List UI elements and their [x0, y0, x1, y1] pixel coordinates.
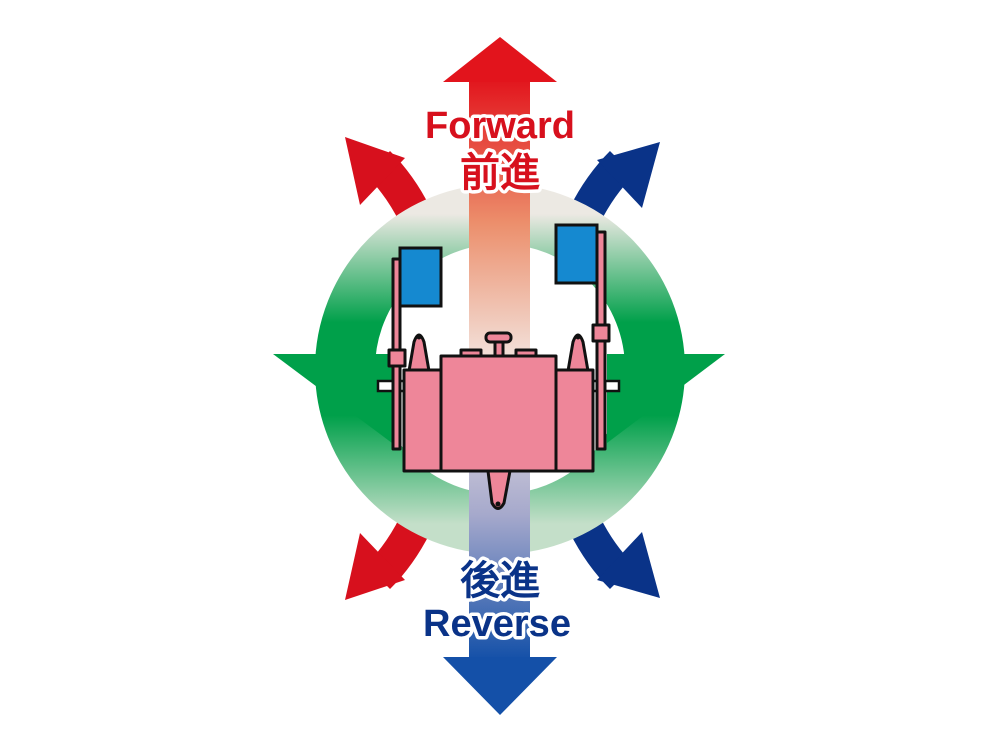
left-pole-clamp: [387, 348, 407, 368]
robot: [376, 223, 621, 510]
tail: [486, 469, 512, 510]
right-side-box: [554, 368, 595, 473]
right-flag: [554, 223, 599, 285]
turn-arrow-forward-left: [345, 137, 431, 223]
main-body: [439, 354, 558, 473]
forward-label: Forward: [425, 105, 575, 147]
forward-arrowhead: [443, 37, 557, 82]
turn-arrow-forward-right: [569, 142, 660, 223]
rotation-arrowhead-right: [607, 354, 725, 443]
rotation-arrowhead-left: [273, 354, 392, 443]
forward-label-jp: 前進: [460, 151, 540, 195]
turn-arrow-reverse-left: [345, 517, 431, 600]
left-flag: [398, 246, 443, 308]
right-pole-clamp: [591, 323, 611, 343]
reverse-arrowhead: [443, 657, 557, 715]
reverse-label: Reverse: [423, 603, 571, 645]
knob: [484, 331, 513, 344]
reverse-label-jp: 後進: [460, 559, 540, 603]
left-side-box: [402, 368, 443, 473]
right-ear: [566, 333, 590, 373]
left-ear: [407, 333, 431, 373]
turn-arrow-reverse-right: [569, 517, 660, 598]
